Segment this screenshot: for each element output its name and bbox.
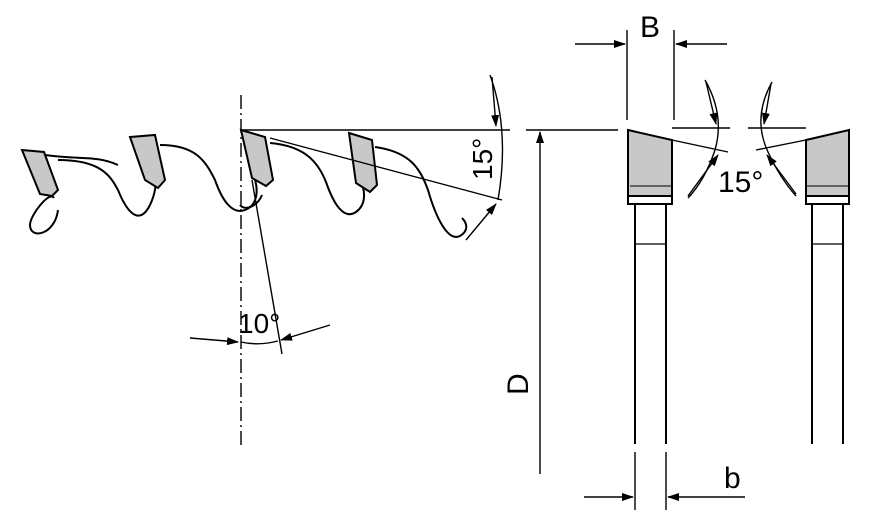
tooth-3 (239, 128, 275, 188)
hook-angle-dimension (189, 324, 331, 346)
tooth-width-dimension (575, 30, 727, 120)
diameter-dimension (526, 129, 618, 474)
plate-thickness-dimension (584, 452, 745, 510)
clearance-angle-label: 15° (467, 138, 498, 180)
gullet-3 (269, 142, 366, 215)
carbide-tip-1 (20, 148, 60, 198)
plate-thickness-label: b (724, 462, 741, 495)
gullet-2 (159, 144, 258, 212)
bevel-angle-dimension-1 (671, 79, 730, 199)
bevel-angle-label: 15° (718, 166, 763, 199)
blade-section-2 (805, 128, 850, 444)
clearance-angle-line (269, 137, 503, 201)
tooth-1 (20, 148, 119, 235)
blade-profile (20, 128, 468, 238)
clearance-angle-dimension (465, 74, 504, 241)
gullet-4 (374, 146, 468, 238)
diameter-label: D (502, 373, 535, 395)
bevel-angle-dimension-2 (748, 81, 807, 197)
tooth-width-label: B (640, 11, 660, 44)
carbide-tip-3 (239, 128, 275, 188)
tooth-2 (128, 133, 167, 190)
carbide-tip-2 (128, 133, 167, 190)
blade-section-1 (627, 128, 673, 444)
hook-angle-label: 10° (238, 308, 280, 339)
hook-angle-line (251, 179, 283, 355)
